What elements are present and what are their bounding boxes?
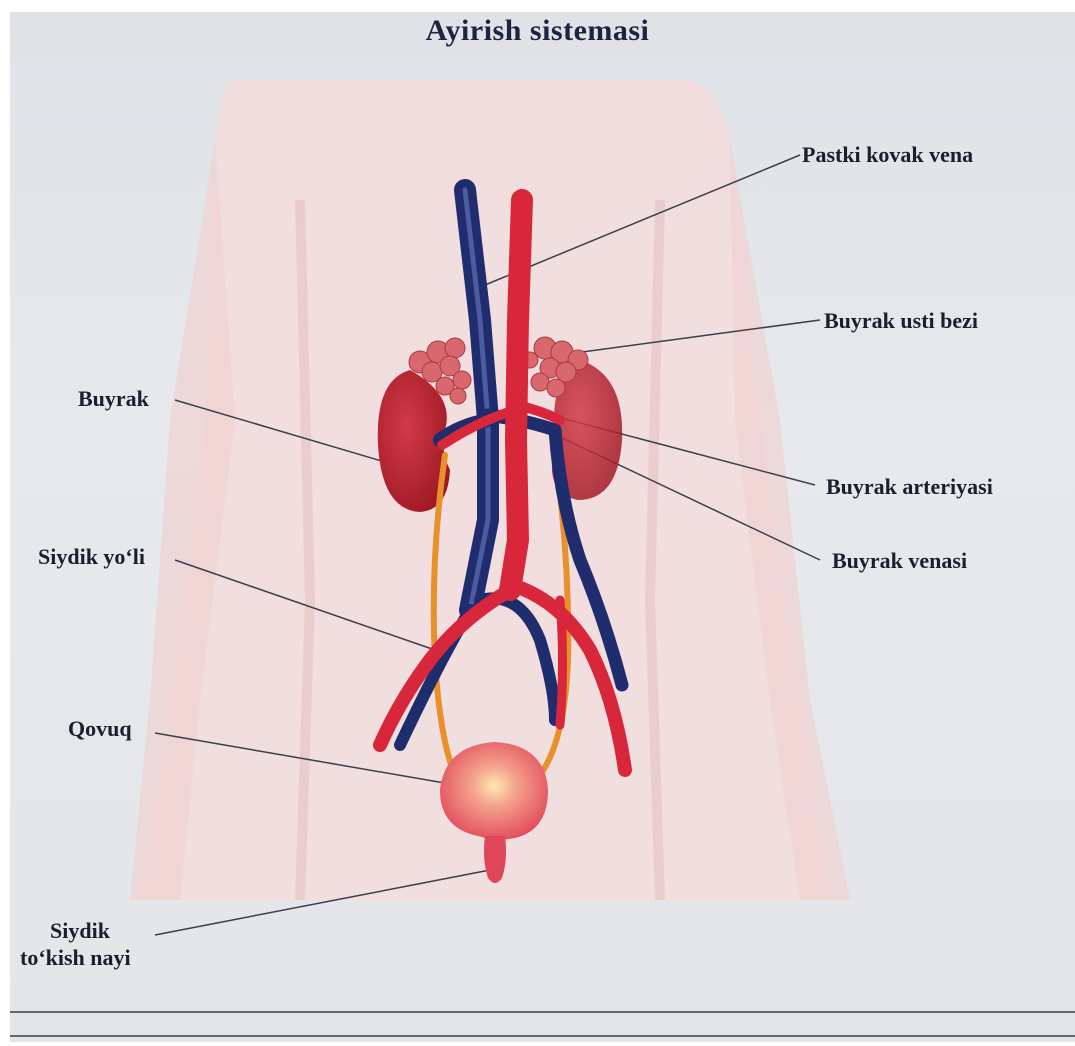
- label-kidney: Buyrak: [78, 386, 149, 412]
- bladder: [440, 742, 548, 840]
- label-ureter: Siydik yo‘li: [38, 544, 145, 570]
- label-renal-vein: Buyrak venasi: [832, 548, 967, 574]
- label-bladder: Qovuq: [68, 716, 132, 742]
- label-renal-artery: Buyrak arteriyasi: [826, 474, 993, 500]
- label-urethra-line2: to‘kish nayi: [20, 945, 131, 971]
- label-urethra-line1: Siydik: [50, 918, 110, 944]
- label-adrenal-gland: Buyrak usti bezi: [824, 308, 978, 334]
- label-inferior-vena-cava: Pastki kovak vena: [802, 142, 973, 168]
- aorta: [510, 200, 522, 590]
- diagram-title: Ayirish sistemasi: [0, 14, 1075, 48]
- right-internal-iliac: [560, 600, 563, 725]
